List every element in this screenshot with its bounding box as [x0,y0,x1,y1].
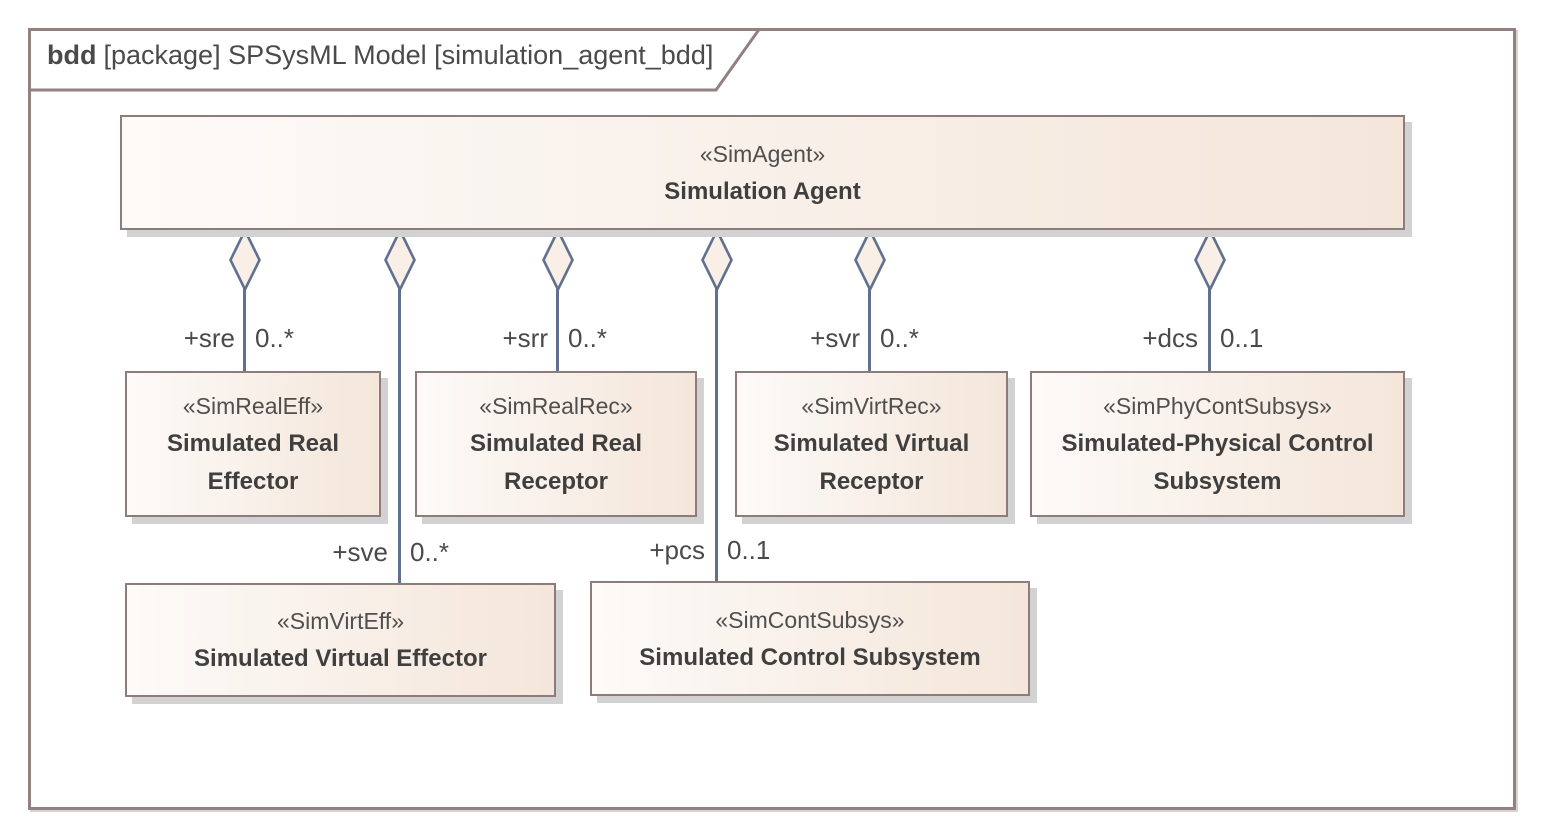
block-name: Simulated Real Effector [166,430,340,495]
role-label-svr: +svr [810,323,860,353]
aggregation-line-dcs [1208,230,1211,371]
frame-keyword: bdd [47,40,97,70]
aggregation-line-sre [243,230,246,371]
block-name: Simulated-Physical Control Subsystem [1061,430,1374,495]
stereotype-label: «SimRealRec» [479,393,633,419]
stereotype-label: «SimPhyContSubsys» [1103,393,1332,419]
aggregation-diamond-icon [1194,229,1226,291]
block-name: Simulation Agent [664,177,861,205]
aggregation-diamond-icon [854,229,886,291]
multiplicity-label-svr: 0..* [880,323,920,353]
block-name: Simulated Virtual Effector [194,645,487,672]
aggregation-diamond-icon [701,229,733,291]
frame-title: [package] SPSysML Model [simulation_agen… [103,40,714,70]
role-label-sve: +sve [332,537,388,567]
block-name: Simulated Real Receptor [469,430,643,495]
block-simulated-virtual-receptor: «SimVirtRec» Simulated Virtual Receptor [735,371,1008,517]
aggregation-line-srr [556,230,559,371]
multiplicity-label-sre: 0..* [255,323,295,353]
aggregation-line-pcs [715,230,718,581]
block-simulated-real-receptor: «SimRealRec» Simulated Real Receptor [415,371,697,517]
stereotype-label: «SimVirtEff» [277,608,404,634]
block-name: Simulated Control Subsystem [639,643,981,671]
multiplicity-label-srr: 0..* [568,323,608,353]
frame-tab-shape [28,28,762,92]
block-simulated-real-effector: «SimRealEff» Simulated Real Effector [125,371,381,517]
frame-tab [28,28,762,92]
role-label-sre: +sre [183,323,235,353]
block-simulation-agent: «SimAgent» Simulation Agent [120,115,1405,230]
role-label-pcs: +pcs [649,535,705,565]
multiplicity-label-sve: 0..* [410,537,450,567]
aggregation-line-sve [398,230,401,583]
block-simulated-virtual-effector: «SimVirtEff» Simulated Virtual Effector [125,583,556,697]
stereotype-label: «SimContSubsys» [715,606,905,633]
block-name: Simulated Virtual Receptor [773,430,970,495]
aggregation-diamond-icon [542,229,574,291]
multiplicity-label-pcs: 0..1 [727,535,771,565]
aggregation-diamond-icon [384,229,416,291]
role-label-srr: +srr [502,323,549,353]
role-label-dcs: +dcs [1142,323,1198,353]
aggregation-diamond-icon [229,229,261,291]
multiplicity-label-dcs: 0..1 [1220,323,1264,353]
stereotype-label: «SimRealEff» [182,393,324,419]
block-simulated-control-subsystem: «SimContSubsys» Simulated Control Subsys… [590,581,1030,696]
stereotype-label: «SimAgent» [699,140,826,167]
block-simulated-physical-control-subsystem: «SimPhyContSubsys» Simulated-Physical Co… [1030,371,1405,517]
aggregation-line-svr [868,230,871,371]
stereotype-label: «SimVirtRec» [801,393,942,419]
frame-tab-label: bdd[package] SPSysML Model [simulation_a… [47,40,713,71]
